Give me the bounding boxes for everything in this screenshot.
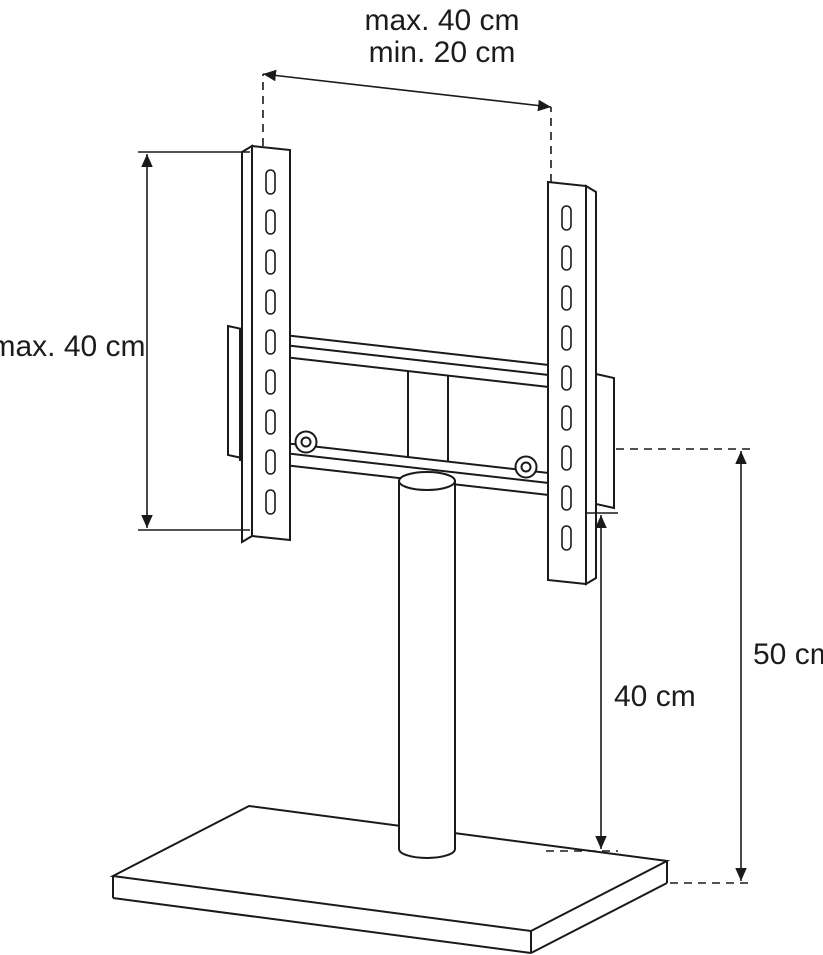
bracket-slot	[561, 325, 572, 351]
center-column	[398, 471, 456, 859]
bracket-slot	[561, 205, 572, 231]
right-knob	[514, 455, 538, 479]
bracket-slot	[265, 409, 276, 435]
left-knob	[294, 430, 318, 454]
left-bracket-slots	[265, 169, 276, 515]
left-bracket-side-face	[241, 144, 253, 544]
column-top-cap	[398, 471, 456, 491]
bracket-slot	[561, 525, 572, 551]
base-top-face	[109, 804, 671, 933]
bracket-slot	[265, 489, 276, 515]
bracket-slot	[265, 289, 276, 315]
left-vesa-bracket	[241, 144, 291, 544]
bracket-slot	[561, 365, 572, 391]
base-plate	[109, 804, 671, 954]
bracket-slot	[561, 285, 572, 311]
bracket-slot	[561, 445, 572, 471]
right-bracket-side-face	[585, 184, 597, 586]
bracket-slot	[265, 329, 276, 355]
bracket-slot	[265, 169, 276, 195]
dimension-bracket-height: max. 40 cm	[0, 151, 250, 531]
dimension-total-height: 50 cm	[616, 448, 823, 884]
dim-top-arrow-line	[262, 69, 552, 112]
dimension-pole-height: 40 cm	[546, 512, 696, 852]
bracket-slot	[561, 485, 572, 511]
base-bottom-front-right-edge	[530, 882, 668, 954]
bracket-slot	[561, 405, 572, 431]
dimension-top-width: max. 40 cm min. 20 cm	[262, 4, 552, 182]
dim-left-label: max. 40 cm	[0, 330, 146, 363]
dim-40-label: 40 cm	[614, 680, 696, 713]
bracket-slot	[265, 369, 276, 395]
bracket-slot	[265, 449, 276, 475]
column-body	[398, 480, 456, 859]
dim-50-label: 50 cm	[753, 638, 823, 671]
crossbar-lower-bar-inner-line	[239, 447, 585, 488]
bracket-slot	[561, 245, 572, 271]
crossbar-upper-bar-inner-line	[239, 339, 585, 380]
crossbar-right-hook-plate	[595, 372, 615, 510]
dim-top-max-label: max. 40 cm	[364, 4, 519, 37]
dim-top-min-label: min. 20 cm	[369, 36, 516, 69]
base-bottom-front-left-edge	[112, 897, 532, 954]
bracket-slot	[265, 249, 276, 275]
right-bracket-slots	[561, 205, 572, 551]
bracket-slot	[265, 209, 276, 235]
right-vesa-bracket	[547, 180, 597, 586]
